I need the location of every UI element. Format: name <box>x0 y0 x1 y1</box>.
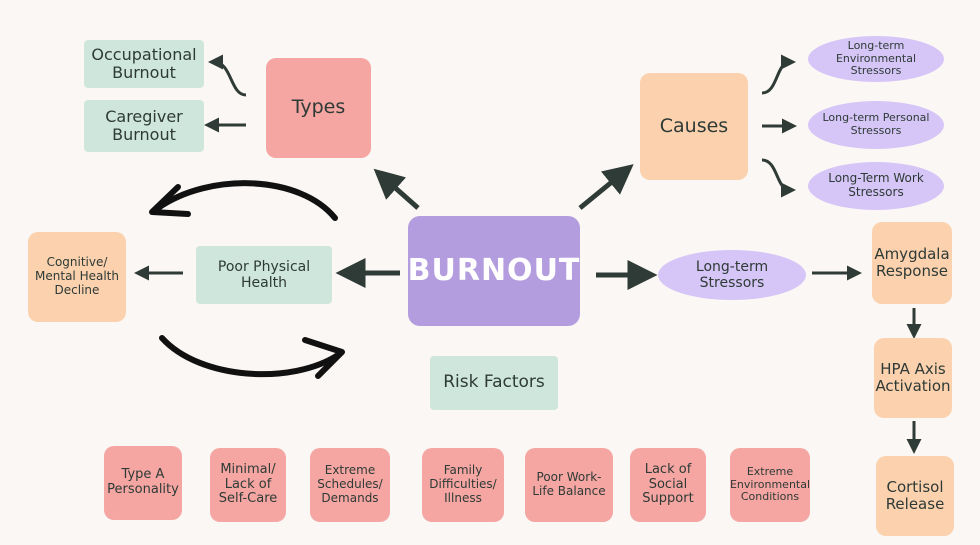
amygdala-node: Amygdala Response <box>872 222 952 304</box>
risk-social-support: Lack of Social Support <box>630 448 706 522</box>
cycle-arrow-top-head <box>149 184 191 217</box>
risk-schedules: Extreme Schedules/ Demands <box>310 448 390 522</box>
physical-health-node: Poor Physical Health <box>196 246 332 304</box>
risk-work-life: Poor Work-Life Balance <box>525 448 613 522</box>
arrow-causes-work <box>761 158 796 198</box>
mental-health-node: Cognitive/ Mental Health Decline <box>28 232 126 322</box>
cause-environmental: Long-term Environmental Stressors <box>808 36 944 82</box>
cause-work: Long-Term Work Stressors <box>808 162 944 210</box>
arrow-types-occupational <box>208 54 247 97</box>
risk-environmental: Extreme Environmental Conditions <box>730 448 810 522</box>
risk-factors-node: Risk Factors <box>430 356 558 410</box>
cycle-arrow-bottom-head <box>302 337 345 379</box>
hpa-node: HPA Axis Activation <box>874 338 952 418</box>
cycle-arrow-top <box>155 180 338 221</box>
risk-type-a: Type A Personality <box>104 446 182 520</box>
risk-family: Family Difficulties/ Illness <box>422 448 504 522</box>
cycle-arrow-bottom <box>159 335 341 378</box>
arrow-causes-env <box>761 54 796 95</box>
cortisol-node: Cortisol Release <box>876 456 954 536</box>
stressors-node: Long-term Stressors <box>658 250 806 300</box>
arrow-burnout-types <box>373 168 420 210</box>
causes-node: Causes <box>640 73 748 180</box>
burnout-node: BURNOUT <box>408 216 580 326</box>
type-caregiver: Caregiver Burnout <box>84 100 204 152</box>
arrow-burnout-causes <box>578 164 634 210</box>
risk-self-care: Minimal/ Lack of Self-Care <box>210 448 286 522</box>
types-node: Types <box>266 58 371 158</box>
type-occupational: Occupational Burnout <box>84 40 204 88</box>
cause-personal: Long-term Personal Stressors <box>808 101 944 149</box>
